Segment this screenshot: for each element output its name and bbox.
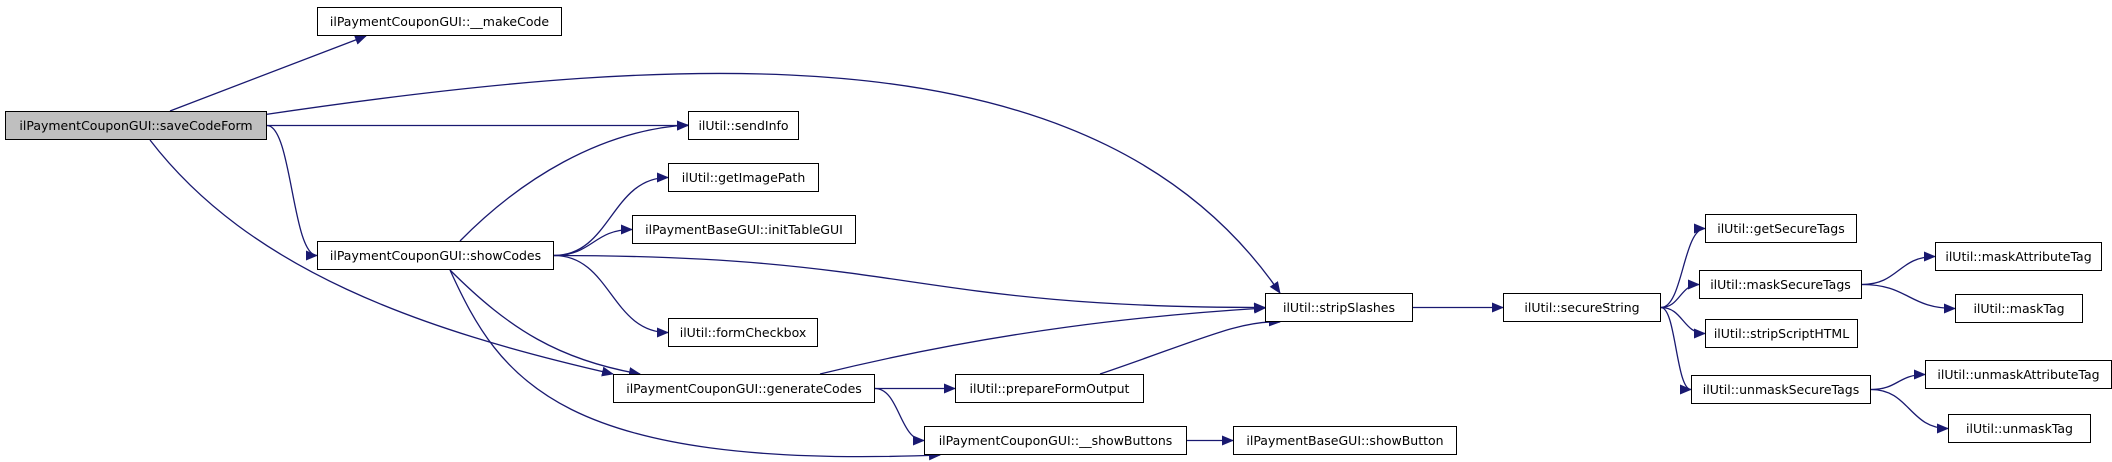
node-save[interactable]: ilPaymentCouponGUI::saveCodeForm: [5, 111, 267, 140]
edge-showCodes-to-showButtons: [449, 269, 941, 461]
node-stripScript[interactable]: ilUtil::stripScriptHTML: [1705, 319, 1858, 348]
edge-secure-to-stripScript: [1660, 306, 1706, 339]
node-maskSecure[interactable]: ilUtil::maskSecureTags: [1699, 270, 1862, 299]
edge-secure-to-unmaskSecure: [1660, 306, 1692, 395]
node-prepare[interactable]: ilUtil::prepareFormOutput: [955, 374, 1144, 403]
node-showButtons[interactable]: ilPaymentCouponGUI::__showButtons: [924, 426, 1187, 455]
node-strip[interactable]: ilUtil::stripSlashes: [1265, 293, 1413, 322]
edge-save-to-make: [169, 35, 367, 112]
node-make[interactable]: ilPaymentCouponGUI::__makeCode: [317, 7, 562, 36]
edge-unmaskSecure-to-unmaskTag: [1870, 388, 1949, 434]
edge-generate-to-strip: [819, 303, 1266, 375]
edge-secure-to-maskSecure: [1660, 279, 1700, 309]
edge-showCodes-to-generate: [449, 269, 641, 378]
node-maskAttr[interactable]: ilUtil::maskAttributeTag: [1935, 242, 2102, 271]
edge-unmaskSecure-to-unmaskAttr: [1870, 369, 1926, 391]
node-secure[interactable]: ilUtil::secureString: [1503, 293, 1661, 322]
node-getSecure[interactable]: ilUtil::getSecureTags: [1705, 214, 1857, 243]
edge-maskSecure-to-maskTag: [1861, 283, 1956, 314]
edge-generate-to-showButtons: [874, 387, 925, 446]
node-formCheckbox[interactable]: ilUtil::formCheckbox: [668, 318, 818, 347]
node-unmaskAttr[interactable]: ilUtil::unmaskAttributeTag: [1925, 360, 2112, 389]
edge-showCodes-to-initTable: [553, 224, 633, 257]
node-maskTag[interactable]: ilUtil::maskTag: [1955, 294, 2083, 323]
node-showButton[interactable]: ilPaymentBaseGUI::showButton: [1233, 426, 1457, 455]
edge-save-to-strip: [261, 72, 1281, 294]
node-getImagePath[interactable]: ilUtil::getImagePath: [668, 163, 819, 192]
node-unmaskSecure[interactable]: ilUtil::unmaskSecureTags: [1691, 375, 1871, 404]
edge-showCodes-to-formCheckbox: [553, 254, 669, 338]
edge-showCodes-to-sendInfo: [459, 120, 689, 242]
edge-save-to-generate: [149, 139, 614, 377]
edge-showCodes-to-getImagePath: [553, 172, 669, 257]
edge-secure-to-getSecure: [1660, 223, 1706, 309]
edge-prepare-to-strip: [1099, 316, 1281, 375]
node-generate[interactable]: ilPaymentCouponGUI::generateCodes: [613, 374, 875, 403]
edge-showCodes-to-strip: [553, 254, 1266, 313]
edge-save-to-showCodes: [266, 124, 318, 261]
node-unmaskTag[interactable]: ilUtil::unmaskTag: [1948, 414, 2091, 443]
node-initTable[interactable]: ilPaymentBaseGUI::initTableGUI: [632, 215, 856, 244]
node-showCodes[interactable]: ilPaymentCouponGUI::showCodes: [317, 241, 554, 270]
node-sendInfo[interactable]: ilUtil::sendInfo: [688, 111, 799, 140]
edge-maskSecure-to-maskAttr: [1861, 251, 1936, 286]
